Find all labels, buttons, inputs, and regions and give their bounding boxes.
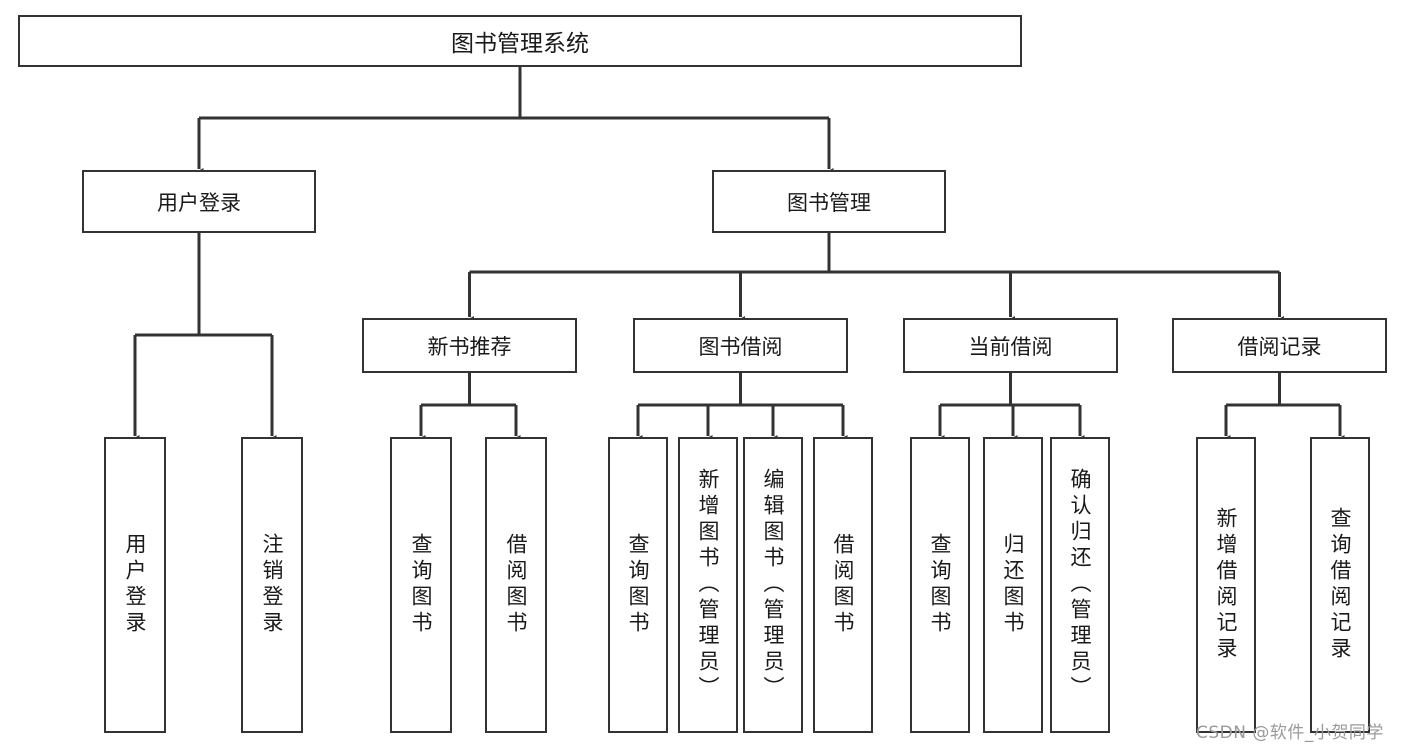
node-label: 借阅图书 <box>831 533 856 637</box>
node-login[interactable]: 用户登录 <box>82 170 316 233</box>
node-label: 编辑图书（管理员） <box>761 468 786 702</box>
node-l-query1[interactable]: 查询图书 <box>390 437 452 733</box>
node-label: 新增借阅记录 <box>1214 507 1239 663</box>
node-label: 确认归还（管理员） <box>1068 468 1093 702</box>
node-l-edit[interactable]: 编辑图书（管理员） <box>743 437 803 733</box>
node-label: 查询图书 <box>626 533 651 637</box>
node-l-borrow1[interactable]: 借阅图书 <box>485 437 547 733</box>
node-l-login[interactable]: 用户登录 <box>104 437 166 733</box>
node-root[interactable]: 图书管理系统 <box>18 15 1022 67</box>
node-label: 图书管理系统 <box>451 31 589 57</box>
node-label: 借阅记录 <box>1237 334 1322 359</box>
node-label: 注销登录 <box>260 533 285 637</box>
node-label: 查询借阅记录 <box>1328 507 1353 663</box>
node-label: 新增图书（管理员） <box>696 468 721 702</box>
node-bookmgmt[interactable]: 图书管理 <box>712 170 946 233</box>
watermark-label: CSDN @软件_小贺同学 <box>1196 723 1384 743</box>
node-records[interactable]: 借阅记录 <box>1172 318 1387 373</box>
node-label: 新书推荐 <box>427 334 512 359</box>
node-l-confirm[interactable]: 确认归还（管理员） <box>1050 437 1110 733</box>
node-l-add[interactable]: 新增图书（管理员） <box>678 437 738 733</box>
node-newbook[interactable]: 新书推荐 <box>362 318 577 373</box>
node-label: 查询图书 <box>928 533 953 637</box>
node-l-addrec[interactable]: 新增借阅记录 <box>1196 437 1256 733</box>
node-l-return[interactable]: 归还图书 <box>983 437 1043 733</box>
edge-group <box>130 67 1345 445</box>
node-label: 图书借阅 <box>698 334 783 359</box>
node-label: 当前借阅 <box>968 334 1053 359</box>
node-label: 借阅图书 <box>504 533 529 637</box>
node-label: 图书管理 <box>787 190 871 215</box>
node-label: 归还图书 <box>1001 533 1026 637</box>
node-l-logout[interactable]: 注销登录 <box>241 437 303 733</box>
node-current[interactable]: 当前借阅 <box>903 318 1118 373</box>
node-label: 用户登录 <box>123 533 148 637</box>
node-label: 用户登录 <box>157 190 241 215</box>
node-l-query2[interactable]: 查询图书 <box>608 437 668 733</box>
node-l-qryrec[interactable]: 查询借阅记录 <box>1310 437 1370 733</box>
node-label: 查询图书 <box>409 533 434 637</box>
node-l-query3[interactable]: 查询图书 <box>910 437 970 733</box>
node-borrow[interactable]: 图书借阅 <box>633 318 848 373</box>
node-l-borrow2[interactable]: 借阅图书 <box>813 437 873 733</box>
